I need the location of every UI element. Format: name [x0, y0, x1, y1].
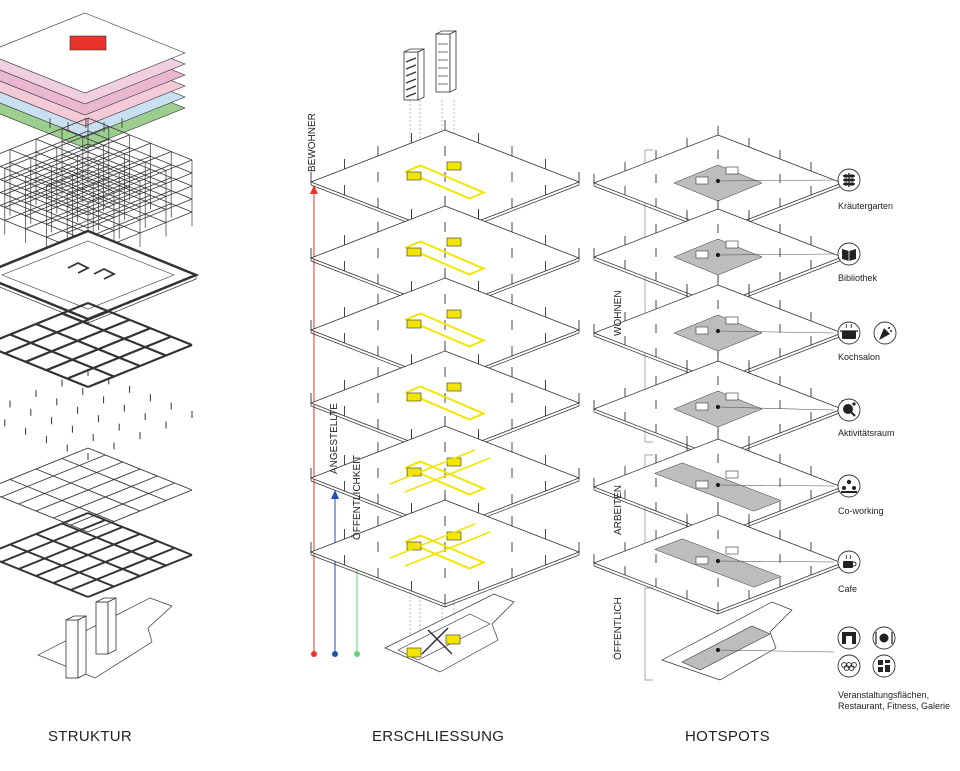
coffee-cup-icon: [837, 550, 861, 574]
circulation-corridor: [403, 312, 487, 348]
hotspot-area: [681, 625, 771, 671]
hotspot-floor: [661, 601, 835, 681]
core-yellow: [406, 247, 422, 257]
hotspot-label-aktivitaetsraum: Aktivitätsraum: [838, 428, 895, 438]
hotspot-label-coworking: Co-working: [838, 506, 884, 516]
hotspot-floor: [592, 352, 844, 461]
hotspots-column: [592, 126, 897, 681]
group-bracket: [644, 149, 653, 443]
access-arrows: [310, 185, 361, 657]
bewohner-label: BEWOHNER: [307, 113, 318, 172]
floor-level: [309, 120, 581, 238]
core-yellow: [406, 392, 422, 402]
core-yellow: [445, 634, 461, 645]
erschliessung-column: [309, 30, 581, 673]
leader-line: [717, 484, 835, 487]
circulation-corridor: [403, 240, 487, 276]
circulation-corridor: [403, 385, 487, 421]
hotspot-label-public: Veranstaltungsflächen, Restaurant, Fitne…: [838, 690, 951, 711]
leader-line: [717, 330, 835, 334]
party-icon: [873, 321, 897, 345]
column-field: [4, 369, 193, 460]
hotspot-floor: [592, 506, 844, 615]
plate-cutlery-icon: [872, 626, 896, 650]
leader-line: [717, 406, 835, 411]
hotspot-floor: [592, 430, 844, 539]
cooking-pot-icon: [837, 321, 861, 345]
leader-line: [717, 560, 835, 563]
core-yellow: [406, 647, 422, 658]
circulation-corridor: [403, 460, 487, 496]
core-yellow: [446, 382, 462, 392]
building-massing: [0, 12, 186, 149]
book-icon: [837, 242, 861, 266]
leader-line: [717, 253, 835, 256]
group-icon: [837, 474, 861, 498]
hotspot-floor: [592, 126, 844, 235]
core-yellow: [446, 161, 462, 171]
struktur-column: [0, 12, 200, 679]
olympic-rings-icon: [837, 654, 861, 678]
hotspots-title: HOTSPOTS: [685, 728, 770, 745]
hotspot-label-cafe: Cafe: [838, 584, 858, 594]
arrow-angestellte: [331, 490, 339, 657]
hotspot-label-kochsalon: Kochsalon: [838, 352, 881, 362]
floor-level: [309, 196, 581, 314]
hotspot-label-bibliothek: Bibliothek: [838, 273, 878, 283]
arrow-bewohner: [310, 185, 318, 657]
roof-core: [69, 35, 107, 51]
beam-grid: [0, 301, 193, 389]
site-cores: [37, 597, 173, 679]
core-yellow: [446, 309, 462, 319]
stage-icon: [837, 626, 861, 650]
core-left: [65, 619, 79, 679]
group-oeffentlich-label: ÖFFENTLICH: [613, 597, 624, 660]
oeffentlichkeit-label: ÖFFENTLICHKEIT: [352, 454, 363, 540]
group-bracket: [644, 587, 653, 681]
core-right: [95, 601, 109, 655]
erschliessung-title: ERSCHLIESSUNG: [372, 728, 505, 745]
core-yellow: [446, 237, 462, 247]
slab-grid-light: [0, 447, 193, 533]
group-wohnen-label: WOHNEN: [613, 290, 624, 336]
herb-icon: [837, 168, 861, 192]
ground-level: [384, 593, 515, 673]
circulation-corridor: [403, 534, 487, 570]
struktur-title: STRUKTUR: [48, 728, 133, 745]
stair-towers: [403, 30, 457, 101]
floor-level: [309, 490, 581, 608]
ring-slab: [0, 229, 200, 324]
table-tennis-icon: [837, 398, 861, 422]
gallery-icon: [872, 654, 896, 678]
core-yellow: [406, 171, 422, 181]
group-arbeiten-label: ARBEITEN: [613, 484, 624, 535]
floor-level: [309, 416, 581, 534]
core-yellow: [406, 319, 422, 329]
leader-line: [717, 649, 835, 653]
angestellte-label: ANGESTELLTE: [329, 403, 340, 474]
slab-grid-heavy: [0, 512, 193, 598]
leader-line: [717, 179, 835, 182]
circulation-corridor: [403, 164, 487, 200]
hotspot-label-kraeutergarten: Kräutergarten: [838, 201, 894, 211]
